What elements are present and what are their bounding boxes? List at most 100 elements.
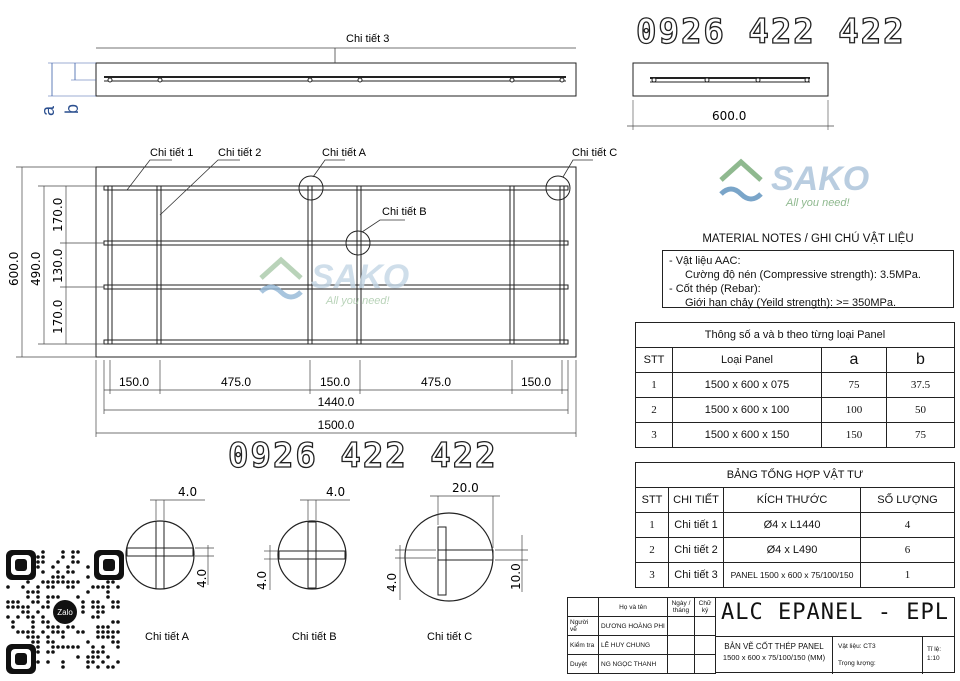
qr-dot bbox=[61, 580, 65, 584]
qr-dot bbox=[31, 600, 35, 604]
qr-dot bbox=[116, 645, 120, 649]
drawing-sub: 1500 x 600 x 75/100/150 (MM) bbox=[722, 653, 826, 662]
qr-dot bbox=[26, 590, 30, 594]
qr-dot bbox=[66, 565, 70, 569]
sako-name-top: SAKO bbox=[771, 160, 869, 198]
zalo-qr-code[interactable]: Zalo bbox=[6, 550, 124, 674]
qr-dot bbox=[36, 640, 40, 644]
qr-app-name: Zalo bbox=[57, 608, 73, 617]
param-cell: 1500 x 600 x 150 bbox=[672, 422, 822, 448]
qr-dot bbox=[116, 660, 120, 664]
label-detailA: Chi tiết A bbox=[322, 147, 367, 159]
param-cell: 150 bbox=[821, 422, 887, 448]
qr-dot bbox=[46, 660, 50, 664]
param-cell: 1500 x 600 x 075 bbox=[672, 372, 822, 398]
dim-v-top: 170.0 bbox=[51, 198, 65, 232]
qr-dot bbox=[106, 585, 110, 589]
qr-dot bbox=[61, 635, 65, 639]
dim-h-seg2: 475.0 bbox=[221, 375, 251, 389]
qr-dot bbox=[56, 580, 60, 584]
qr-dot bbox=[111, 600, 115, 604]
qr-dot bbox=[36, 560, 40, 564]
qr-dot bbox=[56, 630, 60, 634]
detailA-dim-top: 4.0 bbox=[178, 485, 197, 499]
material-cell: Chi tiết 1 bbox=[668, 512, 724, 538]
qr-dot bbox=[96, 610, 100, 614]
qr-dot bbox=[91, 655, 95, 659]
qr-dot bbox=[46, 625, 50, 629]
qr-dot bbox=[46, 635, 50, 639]
qr-dot bbox=[96, 605, 100, 609]
drawing-title: BẢN VẼ CỐT THÉP PANEL bbox=[724, 642, 824, 651]
tb-role: Người vẽ bbox=[567, 616, 599, 636]
qr-dot bbox=[16, 615, 20, 619]
param-cell: 100 bbox=[821, 397, 887, 423]
detail-a: 4.0 4.0 Chi tiết A bbox=[125, 485, 214, 643]
qr-dot bbox=[26, 615, 30, 619]
sako-name-middle: SAKO bbox=[311, 258, 409, 296]
qr-dot bbox=[26, 580, 30, 584]
sako-slogan-top: All you need! bbox=[785, 197, 850, 209]
qr-dot bbox=[26, 605, 30, 609]
qr-dot bbox=[111, 620, 115, 624]
qr-dot bbox=[101, 645, 105, 649]
dim-h-seg4: 475.0 bbox=[421, 375, 451, 389]
panel-view: Chi tiết 1 Chi tiết 2 Chi tiết A Chi tiế… bbox=[7, 147, 617, 437]
qr-dot bbox=[61, 630, 65, 634]
notes-line: Giới hạn chảy (Yeild strength): >= 350MP… bbox=[685, 297, 897, 309]
qr-dot bbox=[76, 550, 80, 554]
param-header: STT bbox=[635, 347, 673, 373]
tb-col-header: Ngày / tháng bbox=[667, 597, 695, 617]
sako-slogan-middle: All you need! bbox=[325, 295, 390, 307]
qr-dot bbox=[21, 610, 25, 614]
qr-dot bbox=[51, 650, 55, 654]
detailB-dim-top: 4.0 bbox=[326, 485, 345, 499]
qr-dot bbox=[76, 630, 80, 634]
qr-dot bbox=[51, 630, 55, 634]
qr-dot bbox=[81, 600, 85, 604]
detail-c: 20.0 4.0 10.0 Chi tiết C bbox=[385, 481, 528, 643]
qr-dot bbox=[51, 565, 55, 569]
qr-dot bbox=[36, 555, 40, 559]
qr-dot bbox=[46, 620, 50, 624]
label-detail3: Chi tiết 3 bbox=[346, 33, 389, 45]
dim-h-seg5: 150.0 bbox=[521, 375, 551, 389]
notes-line: - Cốt thép (Rebar): bbox=[669, 283, 761, 295]
qr-dot bbox=[96, 630, 100, 634]
qr-dot bbox=[41, 630, 45, 634]
qr-dot bbox=[76, 580, 80, 584]
qr-dot bbox=[51, 585, 55, 589]
qr-dot bbox=[81, 630, 85, 634]
sako-logo-top: SAKO All you need! bbox=[716, 150, 886, 210]
material-cell: Ø4 x L1440 bbox=[723, 512, 861, 538]
qr-dot bbox=[86, 590, 90, 594]
qr-dot bbox=[51, 580, 55, 584]
material-cell: 2 bbox=[635, 537, 669, 563]
material-table-title: BẢNG TỔNG HỢP VẬT TƯ bbox=[635, 462, 955, 488]
qr-dot bbox=[6, 605, 10, 609]
side-view: 600.0 bbox=[627, 62, 834, 130]
qr-dot bbox=[96, 615, 100, 619]
tb-col-header: Chữ ký bbox=[694, 597, 716, 617]
project-title: ALC EPANEL - EPL bbox=[721, 600, 949, 625]
qr-dot bbox=[61, 660, 65, 664]
qr-dot bbox=[71, 550, 75, 554]
material-cell: 4 bbox=[860, 512, 955, 538]
qr-dot bbox=[56, 625, 60, 629]
qr-dot bbox=[51, 595, 55, 599]
weight-label: Trọng lượng: bbox=[838, 660, 876, 667]
dim-v-total: 600.0 bbox=[7, 252, 21, 286]
qr-dot bbox=[16, 600, 20, 604]
qr-dot bbox=[56, 570, 60, 574]
qr-dot bbox=[31, 620, 35, 624]
qr-dot bbox=[26, 610, 30, 614]
qr-dot bbox=[106, 580, 110, 584]
qr-dot bbox=[96, 665, 100, 669]
qr-dot bbox=[86, 665, 90, 669]
qr-dot bbox=[51, 640, 55, 644]
qr-dot bbox=[66, 585, 70, 589]
detailC-dim-side2: 10.0 bbox=[509, 563, 523, 590]
qr-dot bbox=[101, 585, 105, 589]
material-cell: 6 bbox=[860, 537, 955, 563]
